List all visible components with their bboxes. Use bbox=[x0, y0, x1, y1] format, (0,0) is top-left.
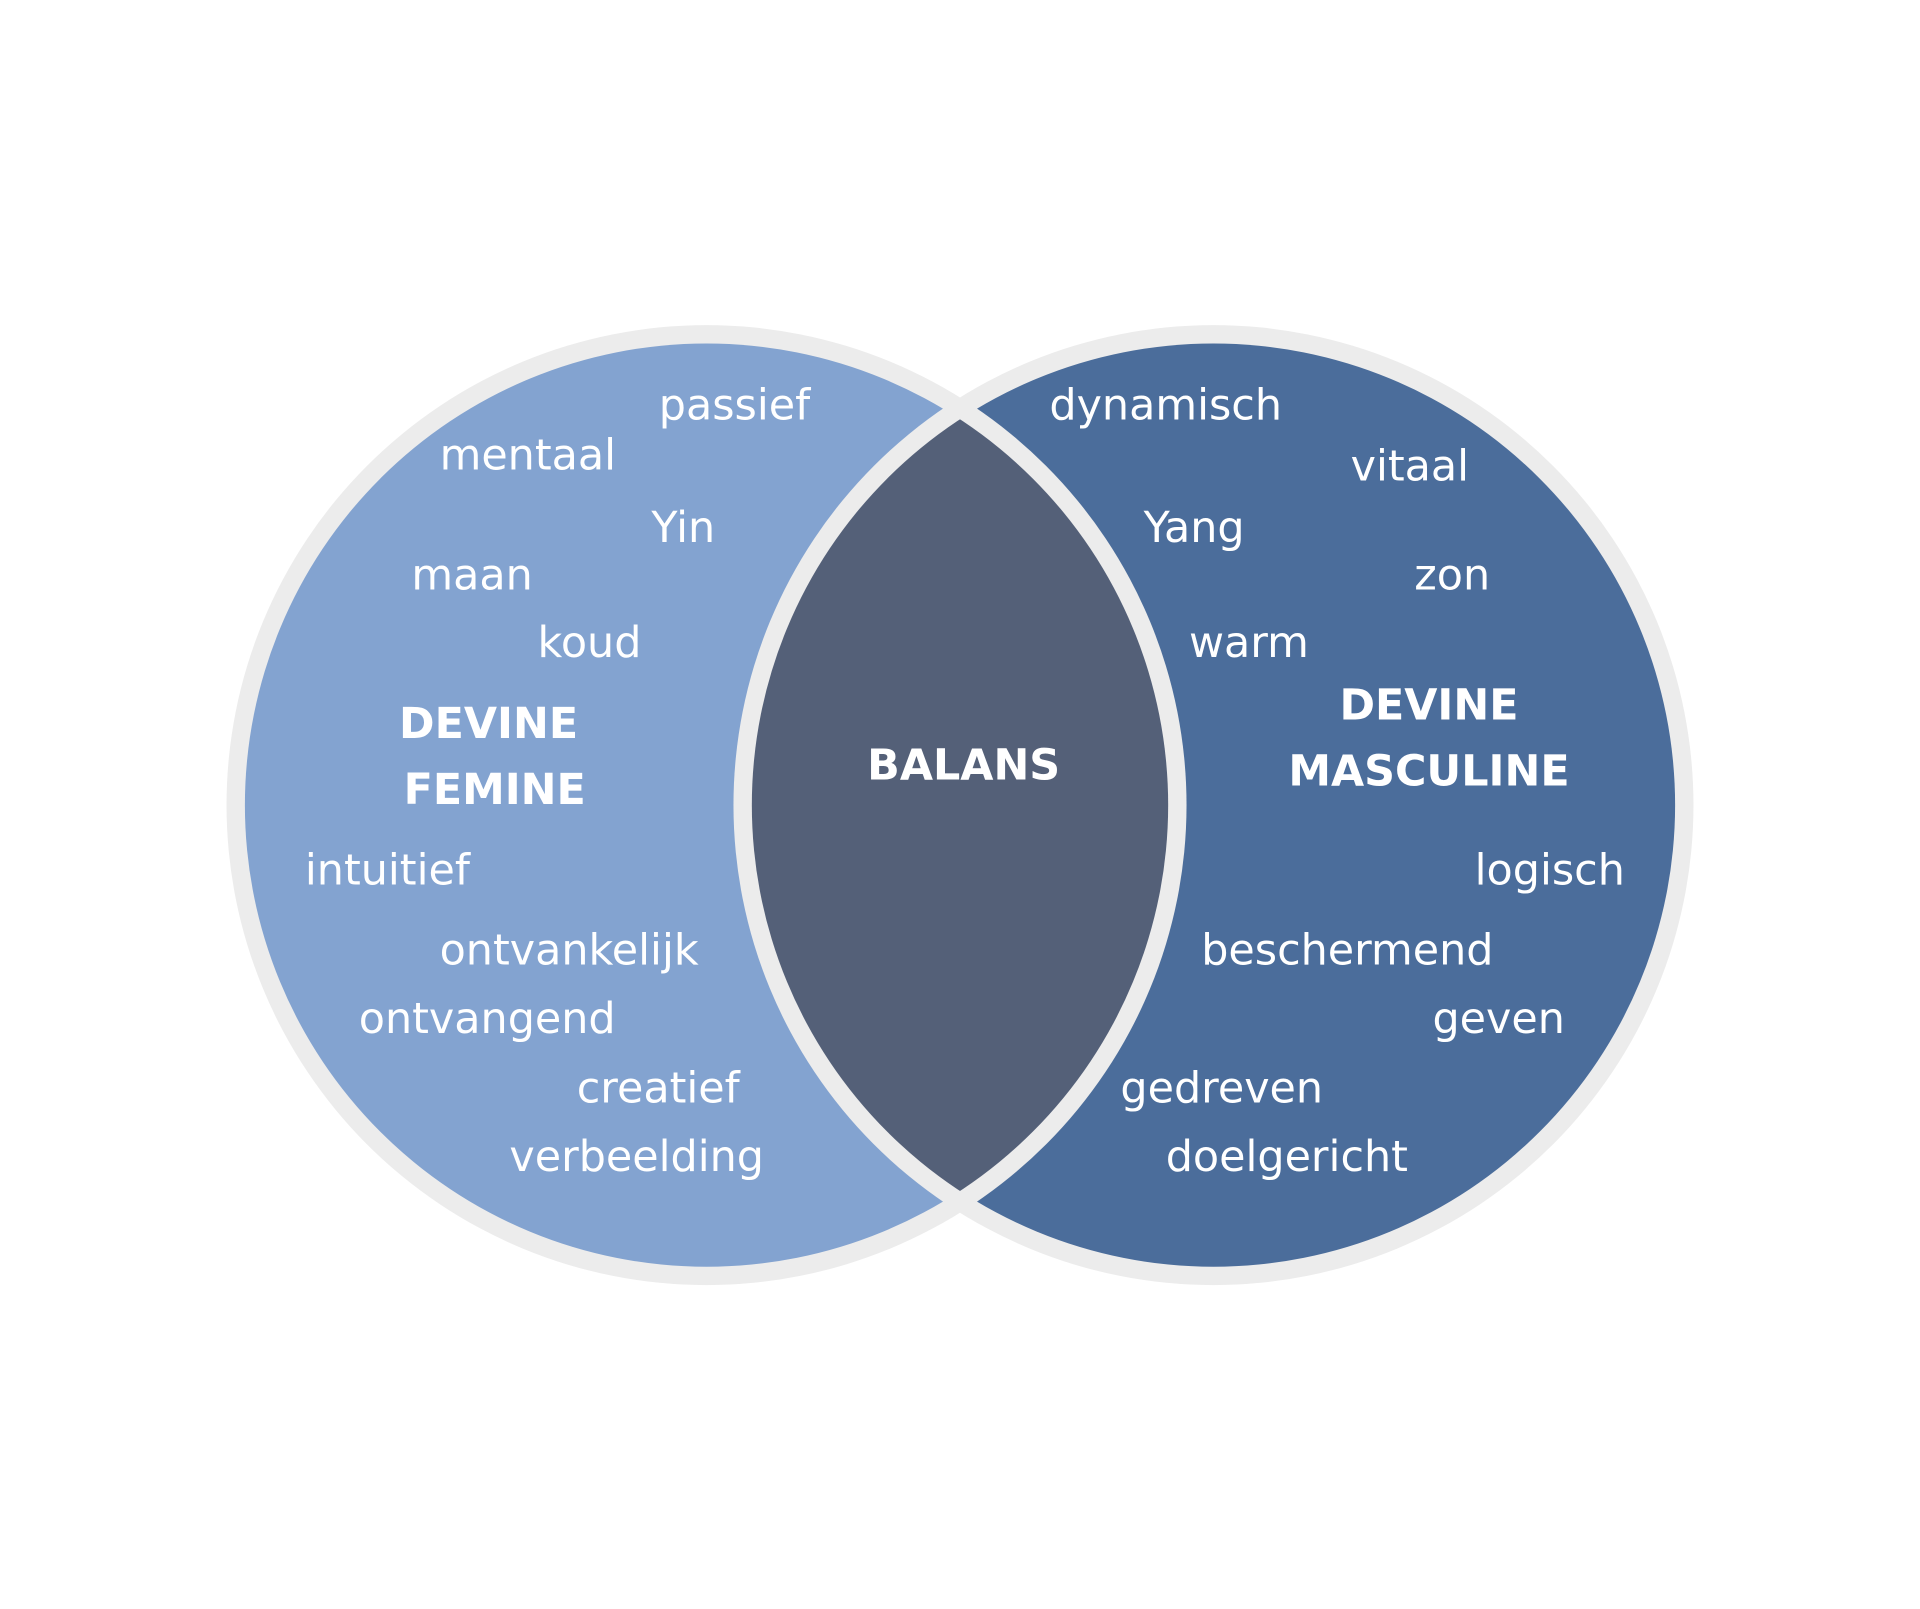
right-title-line1: DEVINE bbox=[1339, 680, 1518, 730]
word: Yang bbox=[1143, 503, 1245, 553]
word: warm bbox=[1189, 618, 1309, 668]
word: creatief bbox=[577, 1064, 741, 1114]
right-title-line2: MASCULINE bbox=[1288, 747, 1569, 797]
word: logisch bbox=[1475, 846, 1625, 896]
left-title-line1: DEVINE bbox=[399, 699, 578, 749]
word: dynamisch bbox=[1049, 380, 1282, 430]
word: beschermend bbox=[1201, 925, 1493, 975]
word: doelgericht bbox=[1166, 1132, 1408, 1182]
left-title-line2: FEMINE bbox=[404, 765, 586, 815]
word: Yin bbox=[650, 503, 715, 553]
word: passief bbox=[659, 380, 811, 430]
word: vitaal bbox=[1351, 442, 1469, 492]
overlap-region bbox=[751, 343, 1169, 1267]
center-label: BALANS bbox=[867, 740, 1060, 790]
word: mentaal bbox=[440, 431, 616, 481]
word: intuitief bbox=[305, 846, 471, 896]
word: koud bbox=[538, 618, 642, 668]
word: ontvangend bbox=[359, 994, 616, 1044]
left-words: passief mentaal Yin maan koud intuitief … bbox=[305, 380, 811, 1182]
word: verbeelding bbox=[509, 1132, 764, 1182]
word: zon bbox=[1414, 551, 1490, 601]
word: ontvankelijk bbox=[440, 925, 699, 975]
word: maan bbox=[411, 551, 532, 601]
right-words: dynamisch vitaal Yang zon warm logisch b… bbox=[1049, 380, 1625, 1182]
word: geven bbox=[1432, 994, 1564, 1044]
word: gedreven bbox=[1120, 1064, 1323, 1114]
